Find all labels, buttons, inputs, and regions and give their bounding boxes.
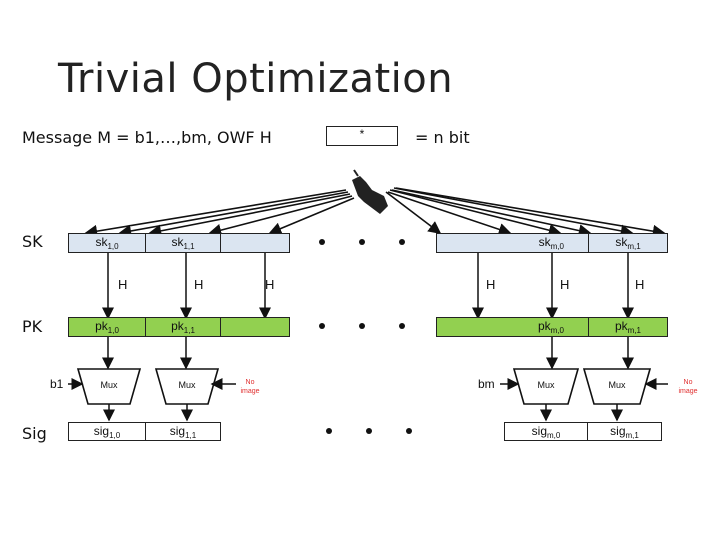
key-base: sig	[93, 424, 110, 438]
mux-shape	[582, 368, 652, 405]
ellipsis-dot	[406, 428, 412, 434]
message-line: Message M = b1,…,bm, OWF H	[22, 128, 272, 147]
key-base: pk	[537, 319, 551, 333]
key-sub: 1,1	[185, 431, 197, 440]
key-base: sk	[615, 235, 628, 249]
key-base: sig	[531, 424, 547, 438]
key-base: sig	[610, 424, 626, 438]
sig-cell: sig1,1	[145, 422, 221, 441]
sk-cell: skm,0	[436, 233, 589, 253]
ellipsis-dot	[366, 428, 372, 434]
hash-label: H	[265, 277, 275, 292]
ellipsis-dot	[399, 323, 405, 329]
key-sub: m,1	[627, 242, 641, 251]
ellipsis-dot	[319, 323, 325, 329]
key-sub: m,0	[550, 242, 564, 251]
ellipsis-dot	[319, 239, 325, 245]
hash-label: H	[635, 277, 645, 292]
key-base: pk	[614, 319, 628, 333]
select-bit-b1: b1	[50, 377, 64, 391]
slide-title: Trivial Optimization	[58, 56, 454, 102]
hash-label: H	[486, 277, 496, 292]
nbit-label: = n bit	[415, 128, 470, 147]
key-sub: m,1	[627, 326, 642, 335]
pk-cell-blank	[220, 317, 290, 337]
ellipsis-dot	[359, 239, 365, 245]
key-sub: 1,0	[107, 242, 119, 251]
sk-cell: skm,1	[588, 233, 668, 253]
pk-cell: pk1,1	[145, 317, 221, 337]
mux-label: Mux	[178, 380, 196, 390]
pk-cell: pkm,0	[436, 317, 589, 337]
key-base: pk	[171, 319, 184, 333]
mux-label: Mux	[537, 380, 555, 390]
sk-cell-blank	[220, 233, 290, 253]
mux-shape	[76, 368, 142, 405]
ellipsis-dot	[326, 428, 332, 434]
ellipsis-dot	[399, 239, 405, 245]
key-base: sig	[169, 424, 186, 438]
row-label-pk: PK	[22, 317, 43, 336]
pk-cell: pk1,0	[68, 317, 146, 337]
no-image-placeholder: No image	[230, 378, 270, 396]
key-base: sk	[95, 235, 108, 249]
hash-label: H	[194, 277, 204, 292]
box-mark: *	[359, 127, 365, 141]
message-text: M = b1,…,bm, OWF H	[92, 128, 272, 147]
hash-label: H	[560, 277, 570, 292]
sig-cell: sigm,1	[587, 422, 662, 441]
key-sub: 1,0	[109, 431, 121, 440]
row-label-sig: Sig	[22, 424, 47, 443]
nbit-box: *	[326, 126, 398, 146]
key-base: pk	[95, 319, 108, 333]
no-image-placeholder: No image	[668, 378, 708, 396]
key-sub: 1,1	[183, 326, 195, 335]
pk-cell: pkm,1	[588, 317, 668, 337]
hash-label: H	[118, 277, 128, 292]
ellipsis-dot	[359, 323, 365, 329]
key-base: sk	[538, 235, 551, 249]
no-image-line: No	[245, 379, 255, 386]
select-bit-bm: bm	[478, 377, 495, 391]
mux-shape	[154, 368, 220, 405]
sk-cell: sk1,0	[68, 233, 146, 253]
key-sub: 1,0	[107, 326, 119, 335]
key-sub: m,0	[547, 431, 561, 440]
sig-cell: sig1,0	[68, 422, 146, 441]
no-image-line: No	[683, 379, 693, 386]
message-prefix: Message	[22, 128, 93, 147]
sk-cell: sk1,1	[145, 233, 221, 253]
mux-label: Mux	[100, 380, 118, 390]
mux-label: Mux	[608, 380, 626, 390]
row-label-sk: SK	[22, 232, 43, 251]
sig-cell: sigm,0	[504, 422, 588, 441]
no-image-line: image	[678, 388, 698, 395]
mux-shape	[512, 368, 580, 405]
key-sub: 1,1	[183, 242, 195, 251]
key-base: sk	[171, 235, 184, 249]
no-image-line: image	[240, 388, 260, 395]
pointing-hand-icon	[352, 169, 388, 214]
key-sub: m,1	[625, 431, 639, 440]
key-sub: m,0	[550, 326, 564, 335]
